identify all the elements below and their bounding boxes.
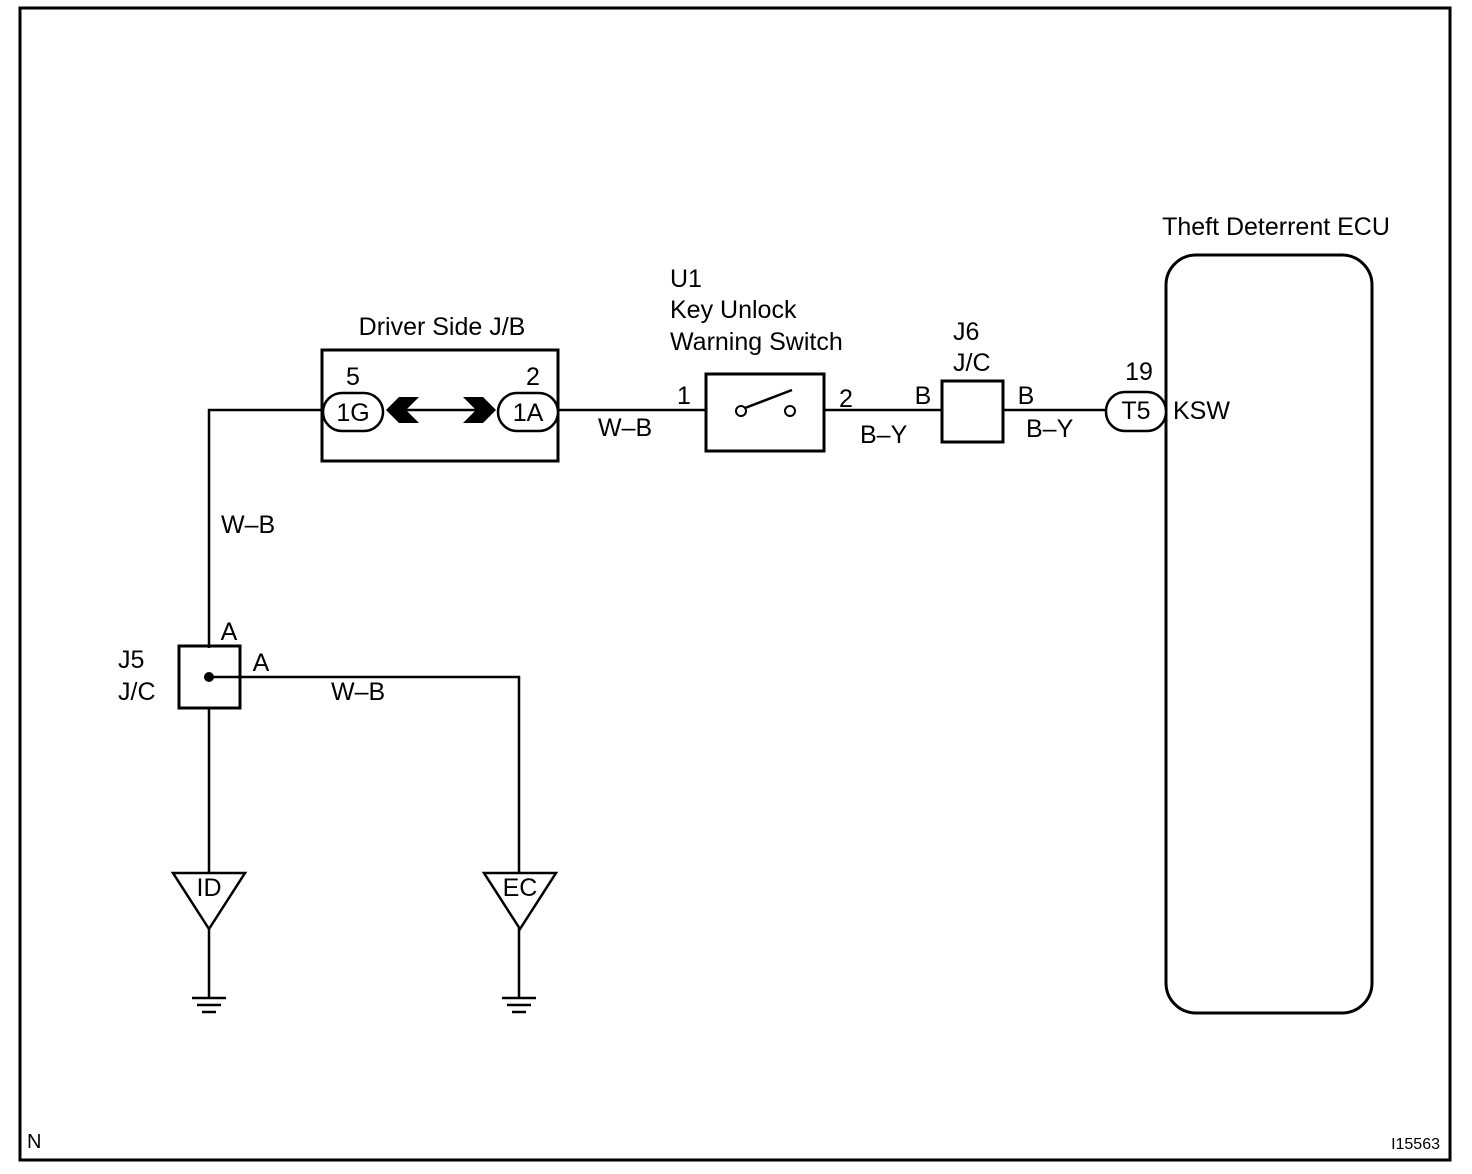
ground-triangle-icon <box>481 871 559 932</box>
connector-1g-label: 1G <box>336 399 369 427</box>
j6-pin-right: B <box>1018 382 1035 410</box>
wire-jb-to-j5 <box>207 408 322 648</box>
earth-symbol-icon <box>502 996 536 1014</box>
ground-label-ec: EC <box>503 874 538 902</box>
switch-name-line2: Warning Switch <box>670 328 843 356</box>
junction-connector-j5: J5 J/C A A <box>118 618 270 710</box>
j5-pin-top: A <box>221 618 238 646</box>
j6-box <box>940 379 1005 444</box>
switch-pin-1: 1 <box>677 382 691 410</box>
ground-point-ec: EC <box>481 871 559 1014</box>
wire-label-switch-to-j6: B–Y <box>860 421 908 449</box>
connector-t5-label: T5 <box>1121 397 1150 425</box>
switch-code: U1 <box>670 265 702 293</box>
ground-triangle-icon <box>170 871 248 932</box>
wires <box>207 408 1106 998</box>
junction-connector-j6: J6 J/C B B <box>915 318 1035 444</box>
jb-pin-left-number: 5 <box>346 363 360 391</box>
switch-name-line1: Key Unlock <box>670 296 797 324</box>
j5-splice-dot <box>204 672 214 682</box>
wire-labels: W–B B–Y B–Y W–B W–B <box>221 414 1074 706</box>
connector-t5 <box>1104 390 1168 433</box>
j6-pin-left: B <box>915 382 932 410</box>
wire-label-jb-to-j5: W–B <box>221 511 275 539</box>
connector-1g <box>321 391 385 433</box>
ground-label-id: ID <box>197 874 222 902</box>
switch-box <box>704 372 826 453</box>
ground-point-id: ID <box>170 871 248 1014</box>
ecu-terminal-ksw: KSW <box>1173 397 1230 425</box>
earth-symbol-icon <box>192 996 226 1014</box>
theft-deterrent-ecu: Theft Deterrent ECU 19 T5 KSW <box>1104 213 1390 1015</box>
jb-arrow-right-icon <box>463 397 496 423</box>
wire-j5-to-ec <box>209 675 521 875</box>
jb-title: Driver Side J/B <box>359 313 526 341</box>
key-unlock-warning-switch: U1 Key Unlock Warning Switch 1 2 <box>670 265 853 453</box>
j5-pin-right: A <box>253 649 270 677</box>
ecu-box <box>1164 253 1374 1015</box>
j5-code: J5 <box>118 646 144 674</box>
figure-id: I15563 <box>1391 1136 1440 1153</box>
jb-arrow-left-icon <box>386 397 419 423</box>
wire-label-j5-to-ec: W–B <box>331 678 385 706</box>
diagram-frame <box>18 6 1452 1162</box>
corner-letter: N <box>27 1131 41 1153</box>
switch-pin-2: 2 <box>839 385 853 413</box>
connector-1a <box>496 391 560 433</box>
wire-label-j6-to-ecu: B–Y <box>1026 415 1074 443</box>
j6-code: J6 <box>953 318 979 346</box>
j6-type: J/C <box>953 349 991 377</box>
switch-contact-right <box>784 405 796 417</box>
ecu-title: Theft Deterrent ECU <box>1162 213 1390 241</box>
jb-pin-right-number: 2 <box>526 363 540 391</box>
switch-contact-left <box>735 405 747 417</box>
j5-type: J/C <box>118 678 156 706</box>
ecu-pin-number: 19 <box>1125 358 1153 386</box>
connector-1a-label: 1A <box>513 399 544 427</box>
switch-blade <box>744 388 793 410</box>
driver-side-jb: Driver Side J/B 5 2 1G 1A <box>320 313 560 463</box>
j5-box <box>177 644 242 710</box>
wire-label-jb-to-switch: W–B <box>598 414 652 442</box>
